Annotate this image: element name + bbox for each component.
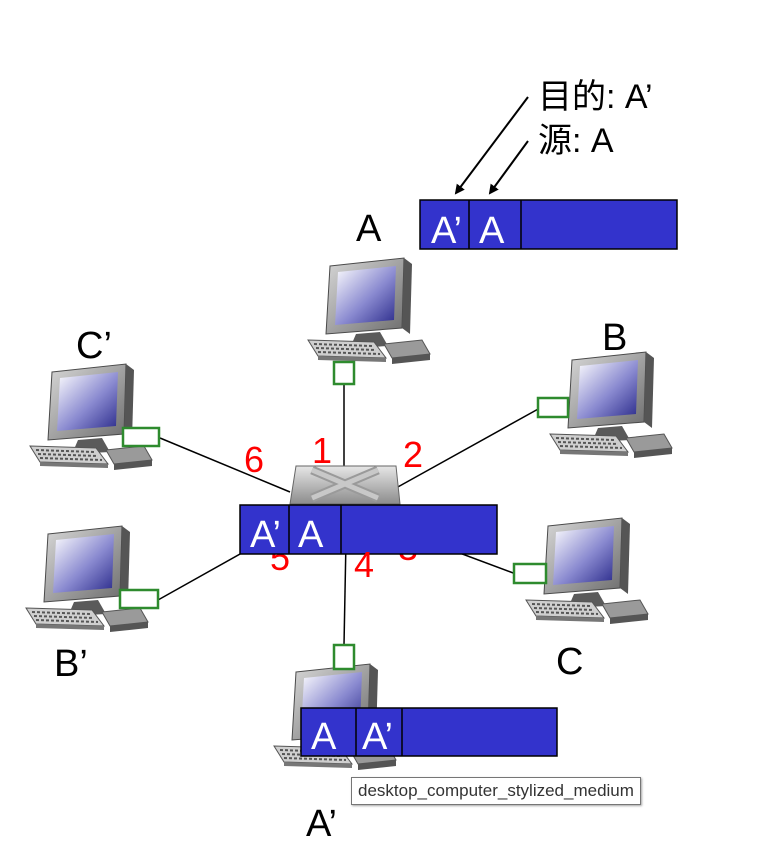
hover-tooltip: desktop_computer_stylized_medium [351, 777, 641, 805]
host-b-prime-computer[interactable] [25, 525, 160, 633]
dest-annotation: 目的: A’ [538, 78, 653, 116]
dest-arrow [454, 96, 529, 195]
host-a-prime-computer[interactable] [273, 643, 397, 771]
frame-switch-dest: A’ [250, 514, 281, 556]
host-b-nic [536, 396, 570, 419]
port-6-label: 6 [244, 439, 264, 480]
host-a-prime-label: A’ [306, 803, 337, 843]
frame-switch-src: A [298, 514, 324, 556]
port-1-label: 1 [312, 430, 332, 471]
host-b-prime-label: B’ [54, 643, 88, 685]
host-c-prime-nic [121, 426, 161, 448]
host-c-nic [512, 562, 548, 585]
frame-top-src: A [479, 210, 505, 252]
host-b-prime-nic [118, 588, 160, 610]
frame-bottom: A A’ [300, 707, 558, 758]
frame-top-dest: A’ [431, 210, 462, 252]
host-a-nic [332, 360, 356, 386]
port-2-label: 2 [403, 434, 423, 475]
host-c-prime-label: C’ [76, 325, 112, 367]
host-b-computer[interactable] [536, 351, 673, 459]
port-4-label: 4 [354, 544, 374, 585]
switch [289, 465, 401, 505]
host-a-prime-nic [332, 643, 356, 671]
host-c-label: C [556, 641, 583, 683]
host-b-label: B [602, 317, 627, 359]
frame-switch: A’ A [239, 504, 498, 556]
host-a-computer[interactable] [307, 257, 431, 386]
host-a-label: A [356, 208, 382, 250]
frame-bottom-src: A’ [362, 716, 393, 758]
frame-top: A’ A [419, 199, 678, 252]
host-c-computer[interactable] [512, 517, 649, 625]
src-annotation: 源: A [538, 122, 614, 160]
src-arrow [488, 140, 529, 195]
host-c-prime-computer[interactable] [29, 363, 161, 471]
frame-bottom-dest: A [311, 716, 337, 758]
